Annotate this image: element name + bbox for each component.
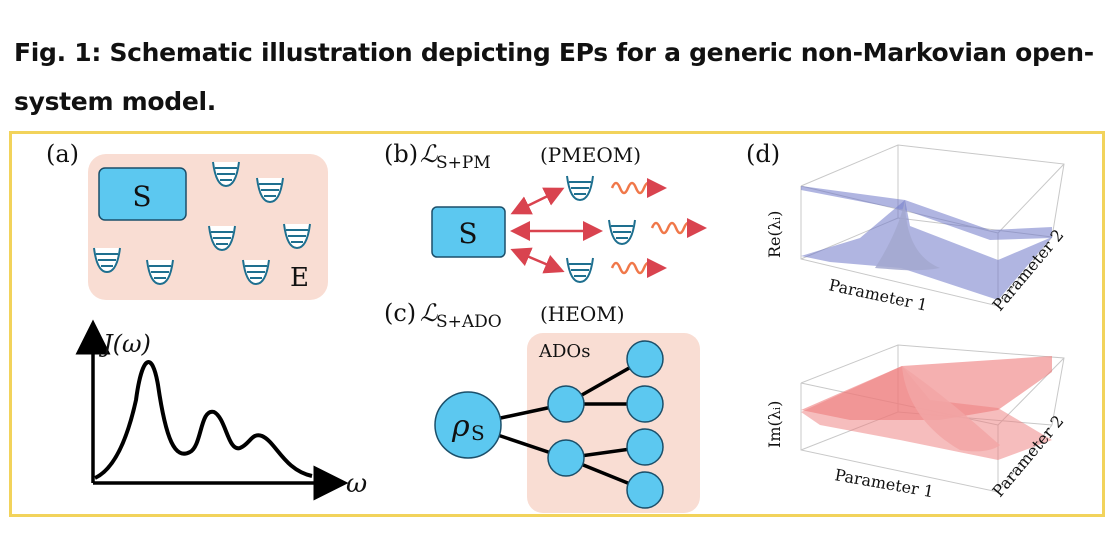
system-label: S — [132, 180, 151, 213]
ado-node — [626, 471, 664, 509]
panel-d-label: (d) — [746, 140, 780, 168]
environment-label: E — [290, 263, 309, 293]
ado-node — [626, 428, 664, 466]
panel-b-label: (b) — [384, 140, 418, 168]
panel-a: (a) S E J(ω) ω — [46, 140, 367, 501]
emission-wave-icon — [612, 183, 662, 193]
panel-d: (d) Re(λᵢ) Parameter 1 Parameter 2 — [746, 140, 1067, 501]
figure-caption: Fig. 1: Schematic illustration depicting… — [14, 38, 1094, 116]
pseudomode-icon — [608, 219, 636, 245]
ado-node — [626, 385, 664, 423]
surface-sheet-blue — [801, 186, 1052, 240]
ado-node — [547, 385, 585, 423]
panel-a-label: (a) — [46, 140, 79, 168]
ado-node — [547, 439, 585, 477]
density-matrix-node — [434, 391, 502, 459]
liouvillian-symbol: ℒ — [420, 140, 438, 168]
pseudomode-icon — [566, 257, 594, 283]
exceptional-point-fold — [875, 200, 940, 271]
coupling-arrow — [510, 187, 565, 215]
x-axis-label: Parameter 1 — [827, 275, 929, 314]
liouvillian-symbol: ℒ — [420, 299, 438, 327]
coupling-arrow — [510, 247, 565, 274]
spectral-density-curve — [94, 360, 313, 480]
method-label: (HEOM) — [540, 302, 625, 326]
real-part-surface-plot: Re(λᵢ) Parameter 1 Parameter 2 — [765, 144, 1067, 315]
panel-c-label: (c) — [384, 299, 416, 327]
spectral-density-label: J(ω) — [98, 330, 151, 358]
panel-b: (b) ℒ S+PM (PMEOM) S — [384, 140, 702, 283]
z-axis-label: Im(λᵢ) — [765, 401, 784, 448]
method-label: (PMEOM) — [540, 143, 641, 167]
exceptional-point-fold — [902, 366, 1000, 452]
imaginary-part-surface-plot: Im(λᵢ) Parameter 1 Parameter 2 — [765, 344, 1067, 501]
z-axis-label: Re(λᵢ) — [765, 211, 784, 258]
system-label: S — [458, 217, 477, 250]
x-axis-label: Parameter 1 — [833, 465, 935, 501]
rho-subscript: S — [471, 421, 485, 445]
liouvillian-subscript: S+ADO — [436, 312, 502, 332]
emission-wave-icon — [612, 263, 662, 273]
liouvillian-subscript: S+PM — [436, 153, 491, 173]
surface-sheet-blue — [801, 200, 1052, 300]
frequency-axis-label: ω — [346, 469, 367, 499]
ado-group-label: ADOs — [538, 341, 590, 362]
system-box — [431, 206, 506, 258]
pseudomode-icon — [566, 175, 594, 201]
rho-symbol: ρ — [451, 409, 470, 444]
emission-wave-icon — [652, 223, 702, 233]
system-box — [98, 167, 187, 221]
ado-node — [626, 340, 664, 378]
panel-c: (c) ℒ S+ADO (HEOM) ADOs ρ S — [384, 299, 700, 513]
